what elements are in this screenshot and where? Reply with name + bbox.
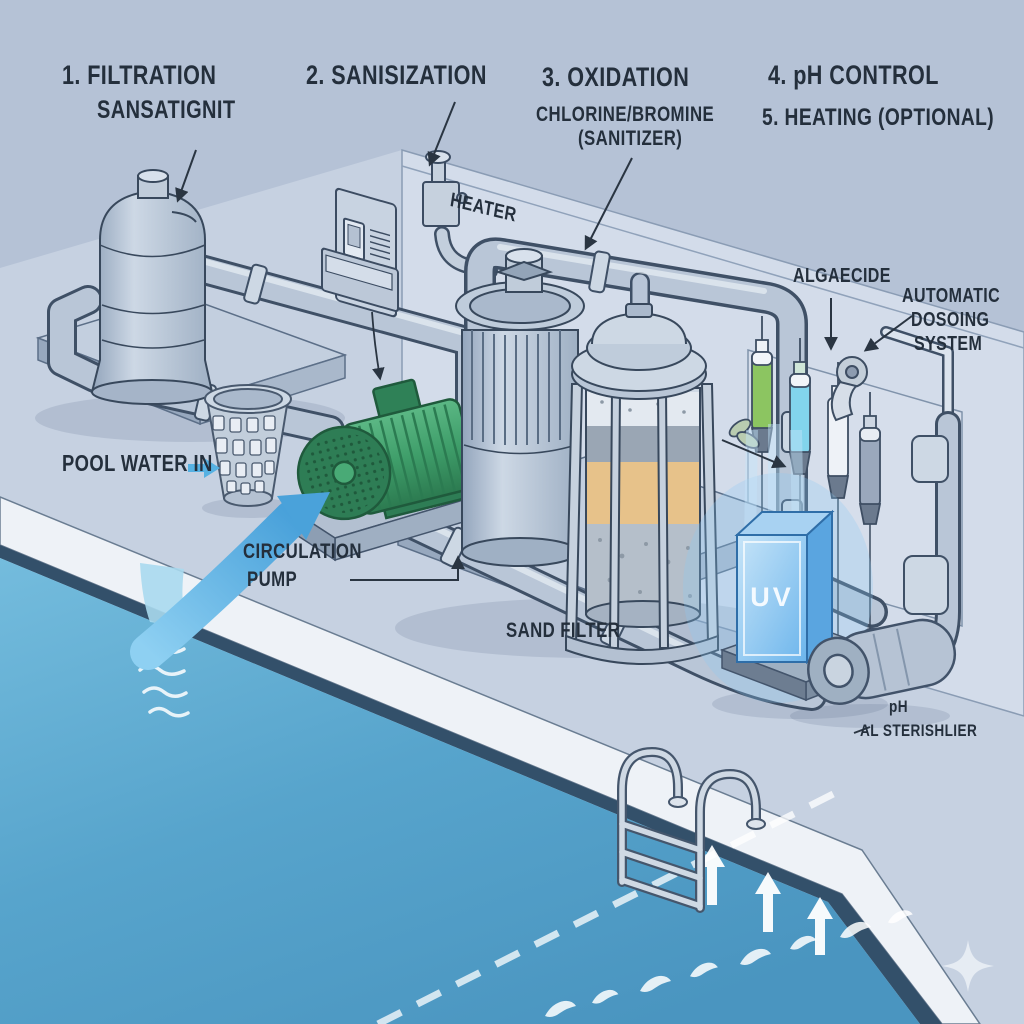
label-algaecide: ALGAECIDE (793, 265, 891, 287)
label-dosing-3: SYSTEM (914, 333, 983, 355)
label-pump: PUMP (247, 568, 298, 591)
dosing-vials (728, 316, 882, 694)
sanitizer-tank (455, 248, 585, 567)
label-step3-sub1: CHLORINE/BROMINE (536, 103, 715, 126)
leader-arrows (175, 101, 913, 734)
label-sterilizer: AL STERISHLIER (860, 721, 978, 740)
label-step3-sub2: (SANITIZER) (578, 127, 683, 150)
label-step2: 2. SANISIZATION (306, 60, 487, 90)
vial-chlorine (788, 338, 812, 475)
dosing-roll (830, 356, 868, 422)
uv-box-label: UV (750, 582, 794, 612)
label-pool-water-in: POOL WATER IN (62, 450, 213, 476)
upwelling-arrows (699, 845, 833, 955)
pool-rim (0, 545, 942, 1024)
label-ph: pH (889, 697, 908, 716)
pool-ladder (617, 746, 766, 913)
circulation-pump (293, 378, 479, 562)
label-step3: 3. OXIDATION (542, 62, 690, 92)
label-step4: 4. pH CONTROL (768, 60, 939, 90)
label-step1: 1. FILTRATION (62, 60, 217, 90)
pool-coping (0, 496, 981, 1024)
label-step5: 5. HEATING (OPTIONAL) (762, 104, 995, 131)
pool-water-in-arrow-icon (188, 458, 220, 478)
panel-cable (371, 311, 385, 381)
filtration-tank (90, 169, 214, 405)
pool (0, 496, 981, 1024)
label-circulation: CIRCULATION (243, 540, 362, 563)
heater-blower (807, 618, 957, 705)
label-sand-filter: SAND FILTER (506, 619, 621, 642)
sand-filter-tank (564, 303, 720, 665)
label-dosing-1: AUTOMATIC (902, 285, 1001, 307)
flow-arrow (130, 458, 330, 670)
sparkle-icon (942, 940, 994, 992)
vial-sterilizer (858, 392, 882, 525)
heater-valve (422, 150, 468, 227)
vial-algaecide (728, 316, 774, 453)
label-dosing-2: DOSOING (911, 309, 990, 331)
control-panel (321, 187, 399, 318)
strainer-basket (204, 384, 292, 507)
label-step1-sub: SANSATIGNIT (97, 96, 236, 124)
